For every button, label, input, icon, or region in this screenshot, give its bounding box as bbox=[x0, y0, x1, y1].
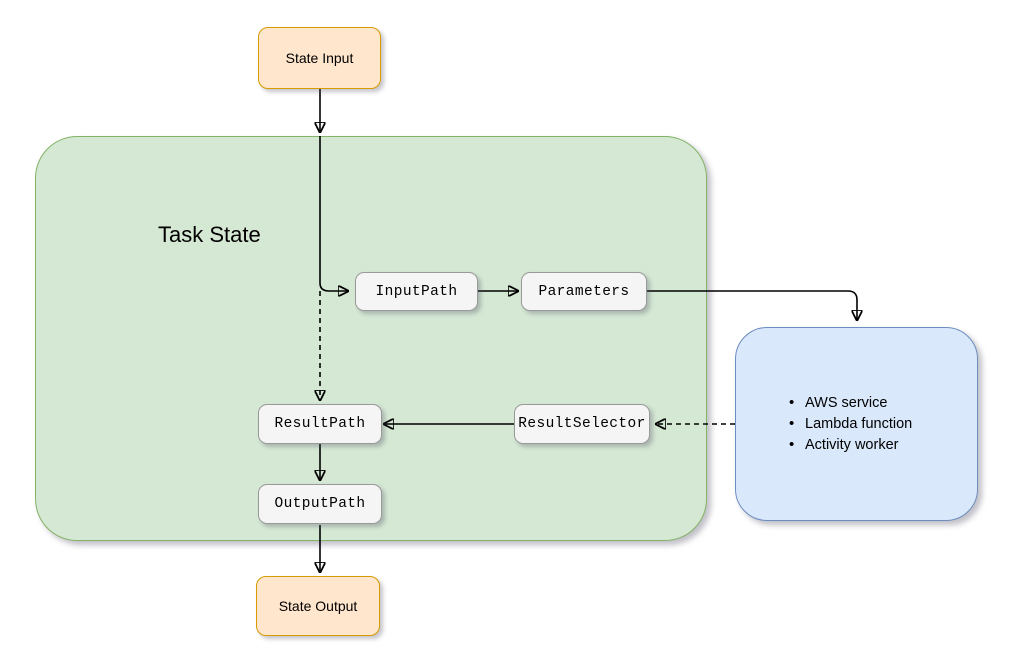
task-state-container[interactable] bbox=[35, 136, 707, 541]
service-integrations-list: AWS service Lambda function Activity wor… bbox=[789, 392, 912, 456]
list-item: Lambda function bbox=[789, 413, 912, 435]
node-state-input[interactable]: State Input bbox=[258, 27, 381, 89]
list-item: AWS service bbox=[789, 392, 912, 414]
node-result-selector[interactable]: ResultSelector bbox=[514, 404, 650, 444]
node-parameters[interactable]: Parameters bbox=[521, 272, 647, 311]
node-output-path[interactable]: OutputPath bbox=[258, 484, 382, 524]
task-state-title: Task State bbox=[158, 222, 261, 247]
node-input-path[interactable]: InputPath bbox=[355, 272, 478, 311]
list-item: Activity worker bbox=[789, 434, 912, 456]
node-state-output[interactable]: State Output bbox=[256, 576, 380, 636]
node-result-path[interactable]: ResultPath bbox=[258, 404, 382, 444]
